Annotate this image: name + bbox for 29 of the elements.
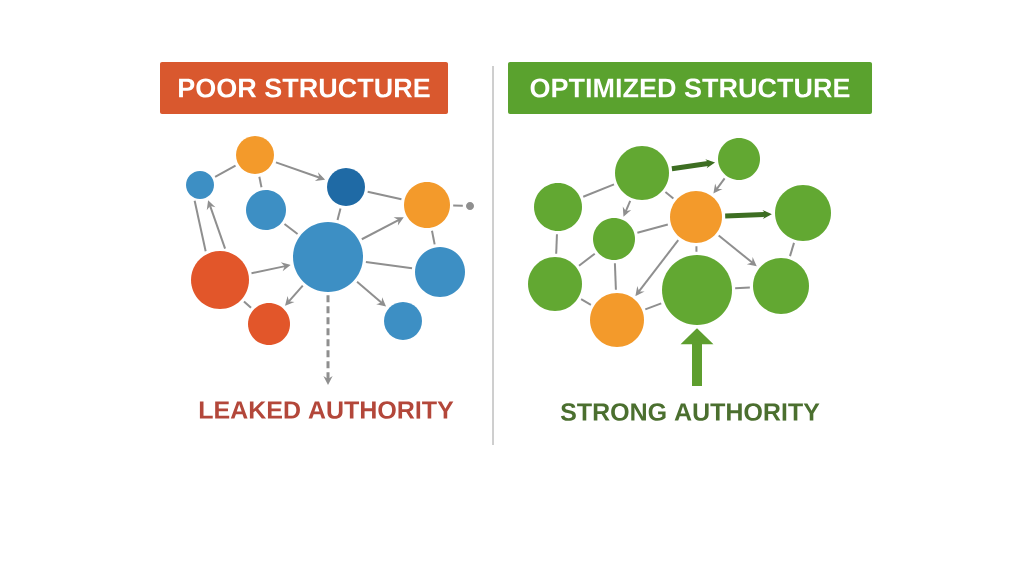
network-node xyxy=(593,218,635,260)
network-node xyxy=(404,182,450,228)
network-node xyxy=(528,257,582,311)
arrow xyxy=(717,234,757,267)
network-node xyxy=(662,255,732,325)
network-node xyxy=(534,183,582,231)
network-node xyxy=(293,222,363,292)
network-node xyxy=(384,302,422,340)
arrow xyxy=(360,217,404,241)
network-node xyxy=(615,146,669,200)
heading-banner: POOR STRUCTURE xyxy=(160,62,448,114)
network-node xyxy=(327,168,365,206)
arrow xyxy=(206,200,227,250)
network-node xyxy=(186,171,214,199)
network-node xyxy=(246,190,286,230)
network-node xyxy=(775,185,831,241)
network-node xyxy=(466,202,474,210)
arrow xyxy=(285,284,304,306)
network-node xyxy=(236,136,274,174)
network-node xyxy=(248,303,290,345)
network-node xyxy=(590,293,644,347)
network-node xyxy=(670,191,722,243)
network-node xyxy=(753,258,809,314)
network-node xyxy=(718,138,760,180)
network-node xyxy=(415,247,465,297)
caption-text: STRONG AUTHORITY xyxy=(560,403,820,421)
network-node xyxy=(191,251,249,309)
caption-text: LEAKED AUTHORITY xyxy=(199,401,454,419)
heading-banner: OPTIMIZED STRUCTURE xyxy=(508,62,872,114)
